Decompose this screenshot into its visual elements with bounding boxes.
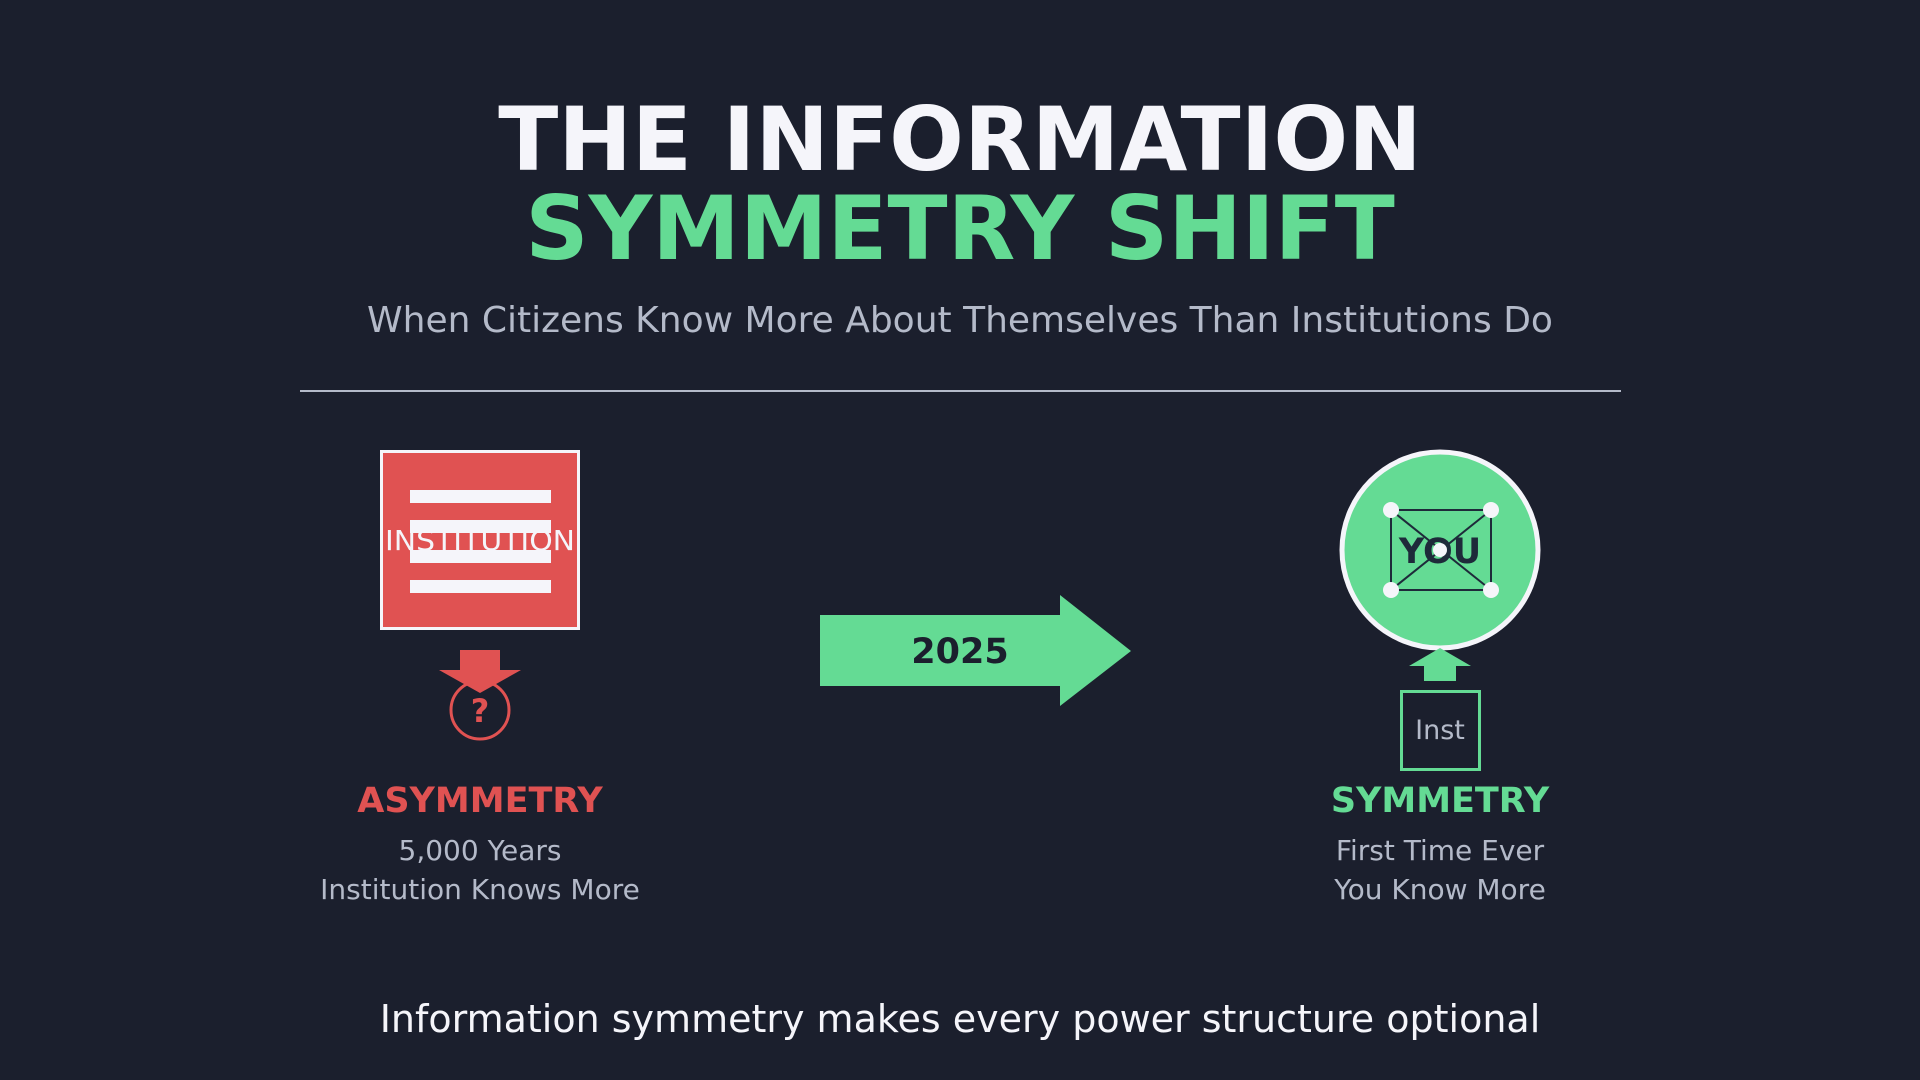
symmetry-line-1: First Time Ever <box>1336 834 1545 867</box>
institution-panel: INSTITUTION ? ASYMMETRY 5,000 Years Inst… <box>320 450 640 906</box>
institution-label: INSTITUTION <box>385 524 575 557</box>
question-mark: ? <box>471 692 490 730</box>
symmetry-line-2: You Know More <box>1333 873 1546 906</box>
arrow-up-icon <box>1409 648 1471 681</box>
inst-label: Inst <box>1415 715 1465 746</box>
subtitle: When Citizens Know More About Themselves… <box>367 300 1553 341</box>
symmetry-heading: SYMMETRY <box>1331 781 1550 821</box>
year-label: 2025 <box>911 632 1008 672</box>
transition-arrow: 2025 <box>820 595 1131 706</box>
title-line-2: SYMMETRY SHIFT <box>525 177 1395 280</box>
asymmetry-line-1: 5,000 Years <box>399 834 562 867</box>
title-line-1: THE INFORMATION <box>498 88 1422 191</box>
asymmetry-heading: ASYMMETRY <box>357 781 603 821</box>
arrow-down-icon <box>439 650 521 693</box>
inst-box <box>1400 690 1481 771</box>
arrow-right-icon <box>820 595 1131 706</box>
document-lines-icon <box>380 450 580 630</box>
asymmetry-line-2: Institution Knows More <box>320 873 640 906</box>
you-panel: YOU Inst SYMMETRY First Time Ever You Kn… <box>1331 449 1550 906</box>
question-circle-icon: ? <box>449 679 511 741</box>
footer-tagline: Information symmetry makes every power s… <box>380 997 1541 1041</box>
node-dots <box>1383 502 1499 598</box>
